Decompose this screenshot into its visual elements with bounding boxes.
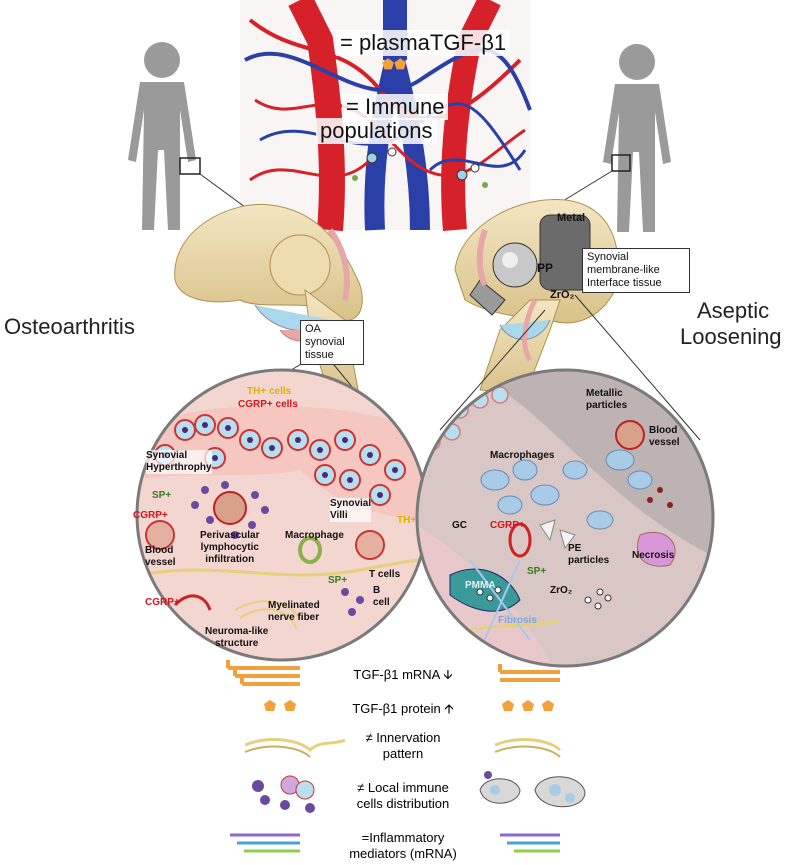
right-hip (454, 198, 619, 396)
label-line: Hyperthrophy (146, 462, 212, 473)
osteoarthritis-title: Osteoarthritis (4, 314, 135, 339)
tgf-protein-icon: ⬟⬟ (382, 56, 407, 72)
label-line: Synovial (330, 498, 372, 509)
loosening-title: Loosening (680, 324, 782, 349)
necrosis-label: Necrosis (632, 550, 675, 561)
macrophages-label: Macrophages (490, 450, 555, 461)
label-line: cell (373, 597, 390, 608)
cgrp-cells-label: CGRP+ cells (238, 399, 298, 410)
label-line: Perivascular (200, 530, 260, 541)
label-line: vessel (649, 437, 680, 448)
legend-tgf-protein: TGF-β1 protein 🡩 (318, 701, 488, 717)
b-cells-label: B cell (373, 585, 390, 609)
legend-innervation: ≠ Innervation pattern (318, 730, 488, 762)
callout-line: OA (305, 323, 321, 335)
legend-line: ≠ Innervation (365, 730, 441, 745)
label-line: Neuroma-like (205, 626, 269, 637)
pmma-label: PMMA (465, 580, 496, 591)
callout-line: tissue (305, 349, 334, 361)
callout-line: synovial (305, 336, 345, 348)
cgrp-label-right: CGRP+ (490, 520, 525, 531)
synovial-hyperthrophy-label: Synovial Hyperthrophy (146, 450, 212, 474)
label-line: B (373, 585, 381, 596)
legend-line: cells distribution (356, 796, 450, 811)
label-line: Blood (145, 545, 174, 556)
legend-line: pattern (382, 746, 424, 761)
immune-label-1: = Immune (342, 94, 449, 120)
sp-label-right: SP+ (527, 566, 547, 577)
legend-line: =Inflammatory (361, 830, 445, 845)
label-line: PE (568, 543, 582, 554)
label-line: Myelinated (268, 600, 320, 611)
immune-label-2: populations (316, 118, 437, 144)
callout-line: membrane-like (587, 264, 660, 276)
zro2-label: ZrO₂ (550, 289, 575, 301)
aseptic-title: Aseptic (697, 298, 770, 323)
zro2-label-right: ZrO₂ (550, 585, 573, 596)
myelinated-label: Myelinated nerve fiber (268, 600, 320, 624)
pe-particles-label: PE particles (568, 543, 609, 567)
legend-line: ≠ Local immune (357, 780, 449, 795)
oa-synovial-tissue-box: OA synovial tissue (300, 320, 364, 365)
label-line: Blood (649, 425, 678, 436)
plasma-tgf-label: = plasmaTGF-β1 (336, 30, 511, 56)
metal-label: Metal (557, 212, 586, 224)
th-cells-label: TH+ cells (247, 386, 292, 397)
legend-line: TGF-β1 protein 🡩 (352, 701, 454, 716)
label-line: nerve fiber (268, 612, 320, 623)
callout-line: Interface tissue (587, 277, 662, 289)
label-line: structure (215, 638, 259, 649)
label-line: Villi (330, 510, 348, 521)
sp-label-2: SP+ (328, 575, 348, 586)
cgrp-label-1: CGRP+ (133, 510, 168, 521)
label-line: Synovial (146, 450, 188, 461)
neuroma-label: Neuroma-like structure (205, 626, 268, 650)
legend-immune-cells: ≠ Local immune cells distribution (318, 780, 488, 812)
macrophage-label: Macrophage (285, 530, 344, 541)
label-line: infiltration (205, 554, 255, 565)
gc-label: GC (452, 520, 467, 531)
label-line: lymphocytic (200, 542, 259, 553)
label-line: particles (568, 555, 610, 566)
label-line: Metallic (586, 388, 623, 399)
interface-tissue-box: Synovial membrane-like Interface tissue (582, 248, 690, 293)
legend-icons (226, 660, 586, 853)
legend-tgf-mrna: TGF-β1 mRNA 🡫 (318, 667, 488, 683)
label-line: particles (586, 400, 628, 411)
pp-label: PP (537, 261, 554, 275)
legend-line: mediators (mRNA) (349, 846, 457, 861)
fibrosis-label: Fibrosis (498, 615, 537, 626)
legend-inflammatory: =Inflammatory mediators (mRNA) (318, 830, 488, 862)
blood-vessel-label-left: Blood vessel (145, 545, 176, 569)
right-silhouette (603, 44, 671, 232)
t-cells-label: T cells (369, 569, 401, 580)
blood-vessel-label-right: Blood vessel (649, 425, 680, 449)
metallic-particles-label: Metallic particles (586, 388, 627, 412)
callout-line: Synovial (587, 251, 629, 263)
sp-label-1: SP+ (152, 490, 172, 501)
th-plus-label: TH+ (397, 515, 417, 526)
label-line: vessel (145, 557, 176, 568)
perivascular-label: Perivascular lymphocytic infiltration (200, 530, 260, 566)
synovial-villi-label: Synovial Villi (330, 498, 372, 522)
oa-magnified-circle (135, 368, 429, 662)
cgrp-label-2: CGRP+ (145, 597, 180, 608)
legend-line: TGF-β1 mRNA 🡫 (353, 667, 453, 682)
left-silhouette (128, 42, 196, 230)
